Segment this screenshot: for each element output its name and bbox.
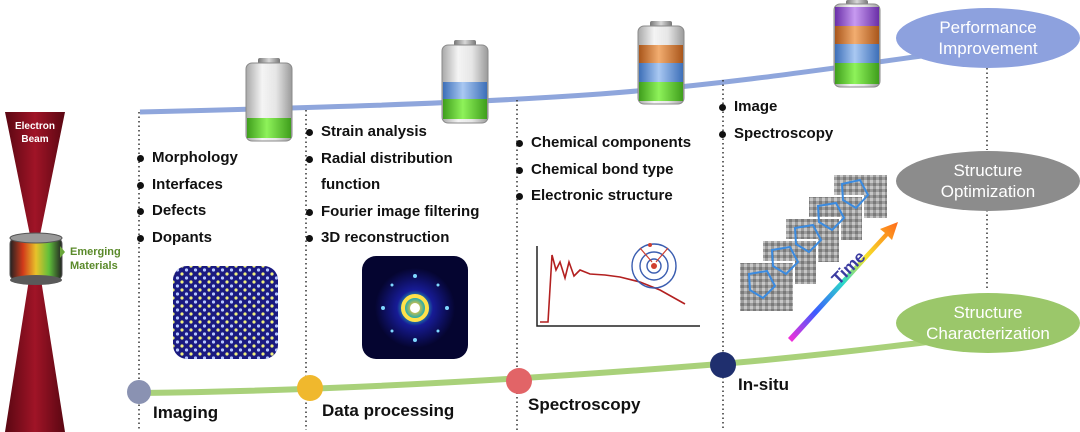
list-item: Image: [719, 94, 833, 121]
beam-label-line2: Beam: [21, 134, 49, 145]
list-item: Electronic structure: [516, 183, 691, 210]
list-item: Strain analysis: [306, 119, 479, 146]
goal-optimization-line1: Structure: [953, 161, 1023, 180]
list-item: Chemical bond type: [516, 157, 691, 184]
list-item: Chemical components: [516, 130, 691, 157]
goal-characterization-line2: Characterization: [926, 324, 1050, 343]
node-insitu: [710, 352, 736, 378]
goal-performance: Performance Improvement: [896, 17, 1080, 59]
imaging-items: Morphology Interfaces Defects Dopants: [137, 145, 238, 251]
list-item: 3D reconstruction: [306, 225, 479, 252]
materials-label-line2: Materials: [70, 260, 118, 272]
list-item: Interfaces: [137, 172, 238, 199]
stage-label-spectroscopy: Spectroscopy: [528, 395, 641, 414]
node-processing: [297, 375, 323, 401]
list-item: Fourier image filtering: [306, 199, 479, 226]
spectrum-plot: [536, 243, 700, 327]
battery-icon-3: [637, 21, 685, 105]
optimization-oval: [896, 151, 1080, 211]
diffraction-image: [362, 256, 468, 359]
stage-label-imaging: Imaging: [153, 403, 219, 422]
goal-characterization-line1: Structure: [953, 303, 1023, 322]
processing-items: Strain analysis Radial distribution func…: [306, 119, 479, 252]
battery-icon-4: [833, 0, 881, 88]
goal-characterization: Structure Characterization: [896, 302, 1080, 344]
insitu-image-stack: [738, 173, 889, 313]
beam-label: Electron Beam: [6, 120, 64, 146]
battery-icon-1: [245, 58, 293, 142]
insitu-items: Image Spectroscopy: [719, 94, 833, 147]
list-item: Dopants: [137, 225, 238, 252]
battery-icon-2: [441, 40, 489, 124]
characterization-curve: [139, 337, 946, 396]
materials-label: Emerging Materials: [70, 245, 121, 273]
node-imaging: [127, 380, 151, 404]
node-spectroscopy: [506, 368, 532, 394]
materials-label-line1: Emerging: [70, 246, 121, 258]
time-arrow: [788, 222, 898, 342]
lattice-image: [173, 266, 278, 359]
electron-beam-icon: [5, 112, 65, 432]
beam-label-line1: Electron: [14, 121, 55, 132]
characterization-oval: [896, 293, 1080, 353]
stage-label-insitu: In-situ: [738, 375, 789, 394]
list-item: Defects: [137, 198, 238, 225]
stage-label-processing: Data processing: [322, 401, 455, 420]
goal-optimization-line2: Optimization: [940, 182, 1036, 201]
list-item: Radial distribution: [306, 146, 479, 173]
goal-performance-line1: Performance: [939, 18, 1037, 37]
list-item: Morphology: [137, 145, 238, 172]
performance-oval: [896, 8, 1080, 68]
list-item: function: [321, 176, 381, 193]
spectroscopy-items: Chemical components Chemical bond type E…: [516, 130, 691, 210]
goal-performance-line2: Improvement: [938, 39, 1038, 58]
list-item: Spectroscopy: [719, 121, 833, 148]
goal-optimization: Structure Optimization: [896, 160, 1080, 202]
